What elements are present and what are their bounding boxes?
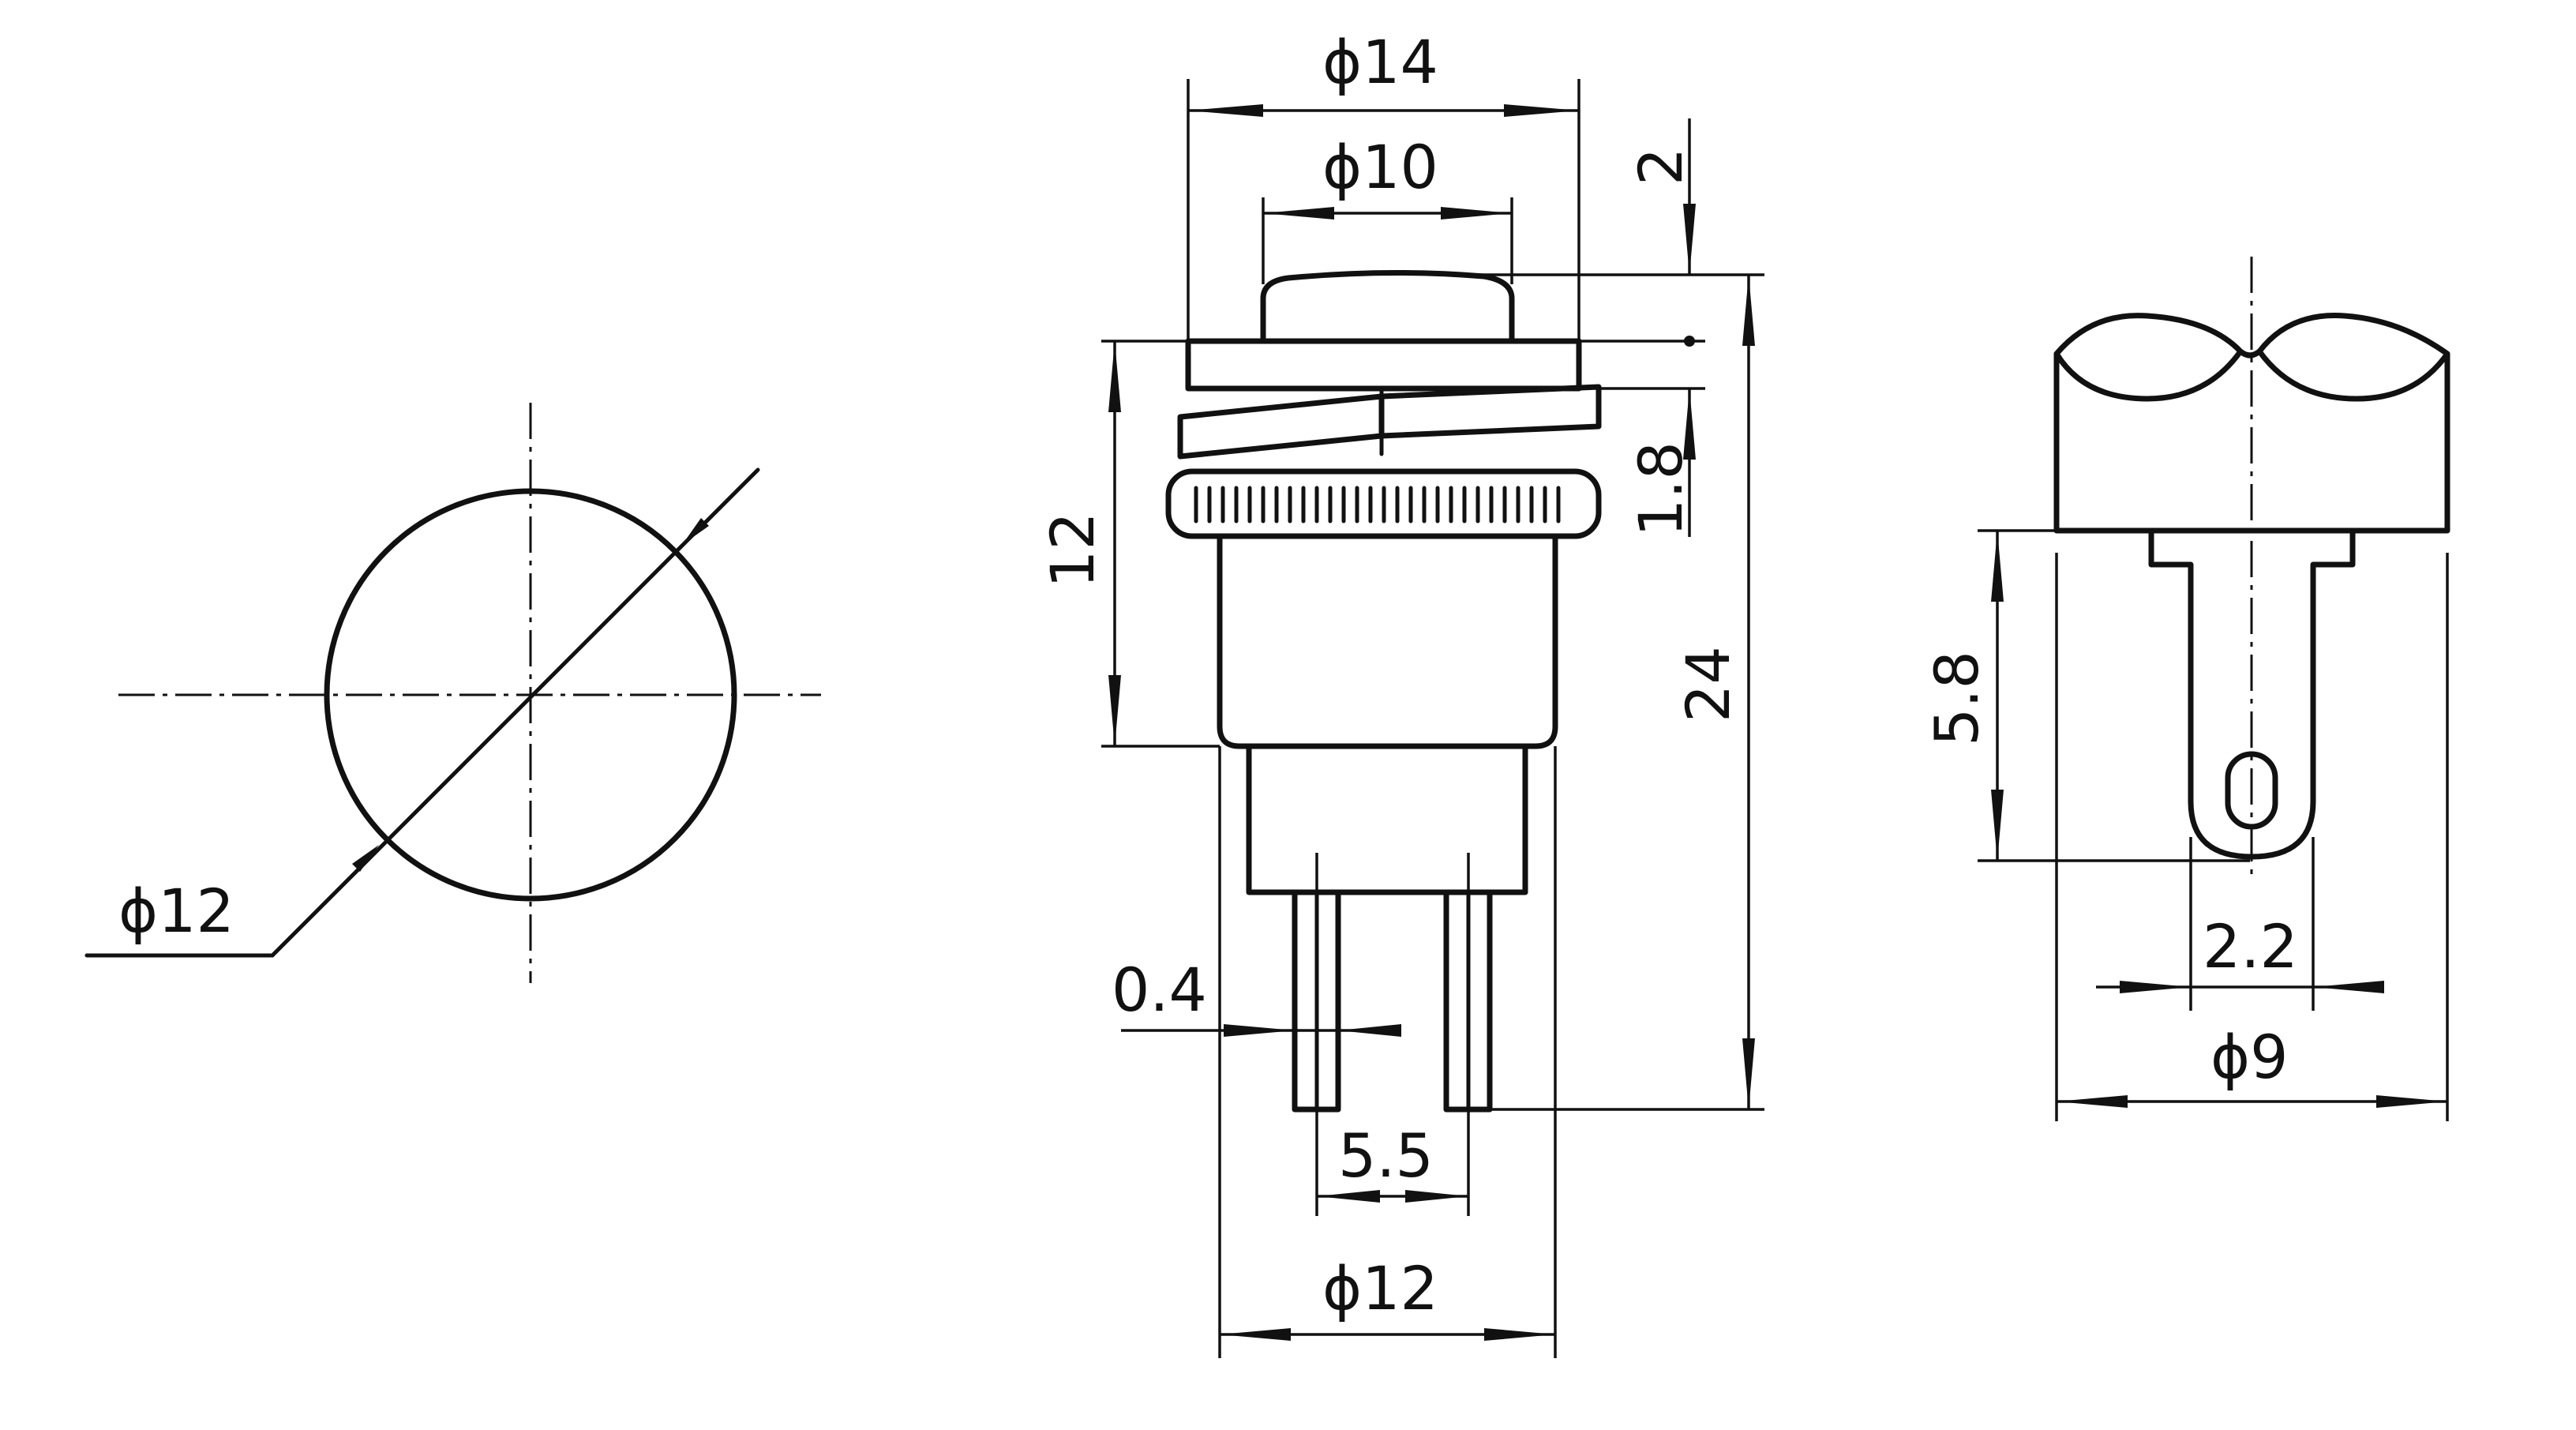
diameter-leader-line — [270, 467, 760, 958]
terminal-length-label: 5.8 — [1922, 651, 1992, 746]
push-button-cap — [1260, 269, 1515, 341]
side-view: ϕ14 ϕ10 2 1.8 12 24 0.4 5.5 — [1037, 27, 1764, 1358]
arrow-body-dia-left — [1220, 1328, 1291, 1341]
profile-body — [2053, 313, 2450, 534]
terminal-hole — [2225, 751, 2278, 830]
arrow-spacing-right — [1405, 1190, 1468, 1203]
arrow-cap-right — [1504, 104, 1579, 117]
terminal-width-label: 2.2 — [2203, 911, 2298, 981]
front-view: ϕ12 — [84, 403, 821, 983]
front-diameter-label: ϕ12 — [118, 876, 234, 946]
arrow-spacing-left — [1317, 1190, 1380, 1203]
body-height-label: 12 — [1037, 512, 1108, 588]
button-height-label: 2 — [1625, 148, 1696, 186]
arrow-terminal-width-left — [2120, 981, 2191, 993]
profile-body-curve-left — [2054, 349, 2243, 402]
profile-body-curve-right — [2257, 349, 2450, 402]
arrow-cap-left — [1188, 104, 1263, 117]
profile-view: 5.8 2.2 ϕ9 — [1922, 257, 2450, 1121]
arrow-body-bottom — [1108, 675, 1121, 746]
diameter-arrow-lower — [352, 845, 379, 872]
washer-plate-left — [1177, 393, 1385, 460]
profile-diameter-label: ϕ9 — [2210, 1022, 2289, 1092]
arrow-terminal-width-right — [2313, 981, 2384, 993]
knurl-pattern — [1194, 486, 1561, 524]
arrow-terminal-bottom — [1991, 790, 2004, 861]
arrow-total-bottom — [1742, 1038, 1755, 1109]
arrow-button-height — [1683, 204, 1696, 275]
arrow-body-top — [1108, 341, 1121, 412]
pin-spacing-label: 5.5 — [1338, 1120, 1434, 1191]
cap-diameter-label: ϕ14 — [1322, 27, 1438, 97]
arrow-flange-thickness — [1683, 388, 1696, 460]
top-flange — [1185, 338, 1582, 392]
flange-thickness-label: 1.8 — [1625, 441, 1696, 537]
housing-circle — [324, 488, 737, 902]
button-diameter-label: ϕ10 — [1322, 132, 1438, 202]
arrow-total-top — [1742, 275, 1755, 346]
arrow-button-right — [1441, 207, 1512, 220]
threaded-body — [1217, 536, 1558, 749]
arrow-profile-right — [2376, 1095, 2447, 1108]
arrow-button-left — [1263, 207, 1334, 220]
arrow-pin-thickness-left — [1224, 1024, 1295, 1037]
arrow-pin-thickness-right — [1338, 1024, 1401, 1037]
lower-base — [1246, 743, 1528, 895]
dim-dot — [1684, 336, 1695, 347]
total-height-label: 24 — [1673, 646, 1743, 723]
arrow-body-dia-right — [1484, 1328, 1555, 1341]
arrow-profile-left — [2057, 1095, 2128, 1108]
pin-thickness-label: 0.4 — [1112, 955, 1207, 1025]
washer-plate-right — [1378, 384, 1602, 439]
terminal-tab — [2148, 531, 2356, 860]
arrow-terminal-top — [1991, 531, 2004, 602]
diameter-arrow-upper — [682, 518, 709, 545]
body-diameter-label: ϕ12 — [1322, 1253, 1438, 1323]
knurled-nut — [1165, 468, 1602, 539]
